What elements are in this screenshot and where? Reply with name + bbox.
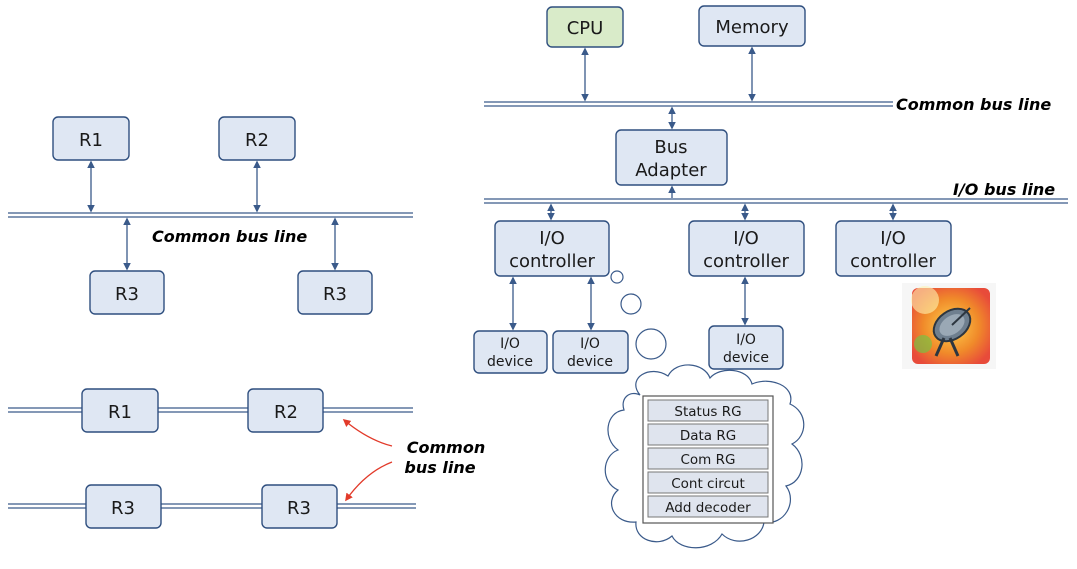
right-diagram: CPU Memory Common bus line Bus Adapter I… xyxy=(473,5,1068,549)
thought-bubble-medium xyxy=(620,293,642,315)
satellite-dish-icon xyxy=(951,307,971,326)
register-r2-box xyxy=(247,388,324,433)
register-r3-label: R3 xyxy=(115,284,139,305)
register-r2-box xyxy=(218,116,296,161)
command-register-box xyxy=(647,447,769,470)
register-r3-label: R3 xyxy=(287,498,311,519)
io-controller-label-line2: controller xyxy=(850,251,936,272)
io-device-label-line1: I/O xyxy=(736,332,756,348)
data-register-label: Data RG xyxy=(680,428,736,444)
memory-label: Memory xyxy=(715,17,789,38)
io-device-label-line1: I/O xyxy=(500,336,520,352)
register-stack: Status RG Data RG Com RG Cont circut Add… xyxy=(642,395,774,524)
io-controller-label-line2: controller xyxy=(509,251,595,272)
bus-adapter-label-line2: Adapter xyxy=(635,160,707,181)
address-decoder-box xyxy=(647,495,769,518)
register-r3-box xyxy=(89,270,165,315)
thought-bubble-large xyxy=(635,328,667,360)
io-bus-label: I/O bus line xyxy=(953,180,1055,199)
io-device-box xyxy=(552,330,629,374)
cpu-label: CPU xyxy=(567,18,604,39)
command-register-label: Com RG xyxy=(681,452,736,468)
io-device-box xyxy=(473,330,548,374)
memory-box xyxy=(698,5,806,47)
status-register-box xyxy=(647,399,769,422)
common-bus-label-line2: bus line xyxy=(404,458,475,477)
register-r2-label: R2 xyxy=(274,402,298,423)
common-bus-label: Common bus line xyxy=(152,227,307,246)
io-device-box xyxy=(708,325,784,370)
status-register-label: Status RG xyxy=(674,404,741,420)
io-controller-box xyxy=(494,220,610,277)
io-controller-label-line1: I/O xyxy=(733,228,759,249)
bus-adapter-label-line1: Bus xyxy=(654,137,687,158)
red-pointer-arrow xyxy=(342,419,393,447)
left-bottom-diagram: R1 R2 R3 R3 Common bus line xyxy=(8,388,485,529)
io-controller-label-line2: controller xyxy=(703,251,789,272)
address-decoder-label: Add decoder xyxy=(665,500,751,516)
io-controller-box xyxy=(688,220,805,277)
register-r3-box xyxy=(85,484,162,529)
satellite-dish-icon xyxy=(911,286,939,314)
register-r1-label: R1 xyxy=(79,130,103,151)
io-device-label-line2: device xyxy=(567,354,613,370)
io-controller-label-line1: I/O xyxy=(539,228,565,249)
satellite-dish-icon xyxy=(914,335,932,353)
register-r1-box xyxy=(81,388,159,433)
register-r3-label: R3 xyxy=(323,284,347,305)
control-circuit-box xyxy=(647,471,769,494)
satellite-dish-icon xyxy=(934,337,946,357)
register-r2-label: R2 xyxy=(245,130,269,151)
io-device-label-line2: device xyxy=(723,350,769,366)
register-r3-box xyxy=(297,270,373,315)
bus-adapter-box xyxy=(615,129,728,186)
red-pointer-arrow xyxy=(345,461,393,502)
satellite-dish-icon xyxy=(948,337,960,357)
left-top-diagram: R1 R2 R3 R3 Common bus line xyxy=(8,116,413,315)
control-circuit-label: Cont circut xyxy=(671,476,745,492)
common-bus-label: Common bus line xyxy=(896,95,1051,114)
register-r1-box xyxy=(52,116,130,161)
common-bus-label-line1: Common xyxy=(407,438,485,457)
register-r1-label: R1 xyxy=(108,402,132,423)
io-controller-box xyxy=(835,220,952,277)
io-controller-label-line1: I/O xyxy=(880,228,906,249)
cpu-box xyxy=(546,6,624,48)
register-r3-box xyxy=(261,484,338,529)
thought-bubble-small xyxy=(610,270,624,284)
satellite-dish-icon xyxy=(902,283,996,369)
io-device-label-line2: device xyxy=(487,354,533,370)
data-register-box xyxy=(647,423,769,446)
register-r3-label: R3 xyxy=(111,498,135,519)
io-device-label-line1: I/O xyxy=(580,336,600,352)
